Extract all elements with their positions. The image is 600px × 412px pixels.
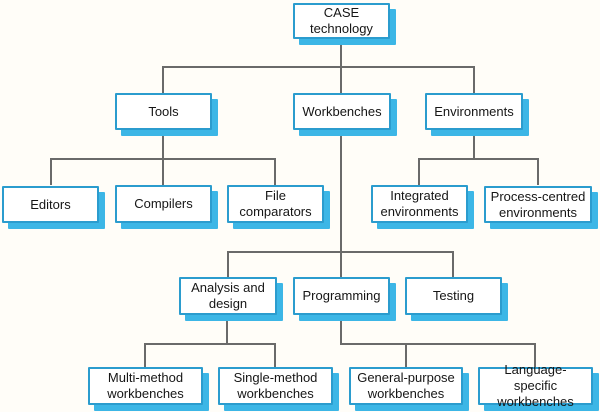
node-label: Environments <box>434 103 514 119</box>
node-case-technology: CASE technology <box>293 3 390 39</box>
connector <box>340 130 342 277</box>
connector <box>534 343 536 367</box>
node-label: Tools <box>148 103 179 119</box>
node-label: Workbenches <box>302 103 382 119</box>
node-tools: Tools <box>115 93 212 130</box>
connector <box>418 158 539 160</box>
node-file-comparators: File comparators <box>227 185 324 223</box>
connector <box>162 130 164 185</box>
node-label: CASE technology <box>310 5 373 36</box>
connector <box>50 158 276 160</box>
node-multi-method-workbenches: Multi-method workbenches <box>88 367 203 405</box>
node-general-purpose-workbenches: General-purpose workbenches <box>349 367 463 405</box>
node-label: Programming <box>302 288 381 304</box>
connector <box>473 66 475 93</box>
node-label: Multi-method workbenches <box>107 370 184 401</box>
connector <box>144 343 276 345</box>
connector <box>162 66 164 93</box>
connector <box>405 343 407 367</box>
connector <box>50 158 52 185</box>
connector <box>274 343 276 367</box>
connector <box>227 251 229 277</box>
node-label: File comparators <box>239 188 312 219</box>
connector <box>227 251 454 253</box>
node-integrated-environments: Integrated environments <box>371 185 468 223</box>
node-label: Single-method workbenches <box>233 370 318 401</box>
connector <box>274 158 276 185</box>
connector <box>226 315 228 343</box>
node-compilers: Compilers <box>115 185 212 223</box>
node-single-method-workbenches: Single-method workbenches <box>218 367 333 405</box>
node-label: Analysis and design <box>191 280 265 311</box>
connector <box>537 158 539 185</box>
node-label: Language-specific workbenches <box>497 362 574 409</box>
node-label: General-purpose workbenches <box>357 370 455 401</box>
node-label: Editors <box>30 196 71 212</box>
node-language-specific-workbenches: Language-specific workbenches <box>478 362 593 409</box>
connector <box>340 315 342 343</box>
node-testing: Testing <box>405 277 502 315</box>
connector <box>144 343 146 367</box>
connector <box>418 158 420 185</box>
node-analysis-and-design: Analysis and design <box>179 277 277 315</box>
node-label: Process-centred environments <box>490 188 586 220</box>
node-label: Integrated environments <box>380 188 459 219</box>
connector <box>162 66 475 68</box>
connector <box>473 130 475 158</box>
node-label: Testing <box>432 288 475 304</box>
node-environments: Environments <box>425 93 523 130</box>
node-process-centred-environments: Process-centred environments <box>484 186 592 223</box>
node-editors: Editors <box>2 186 99 223</box>
node-label: Compilers <box>134 196 193 212</box>
connector <box>340 343 536 345</box>
connector <box>452 251 454 277</box>
node-programming: Programming <box>293 277 390 315</box>
node-workbenches: Workbenches <box>293 93 391 130</box>
